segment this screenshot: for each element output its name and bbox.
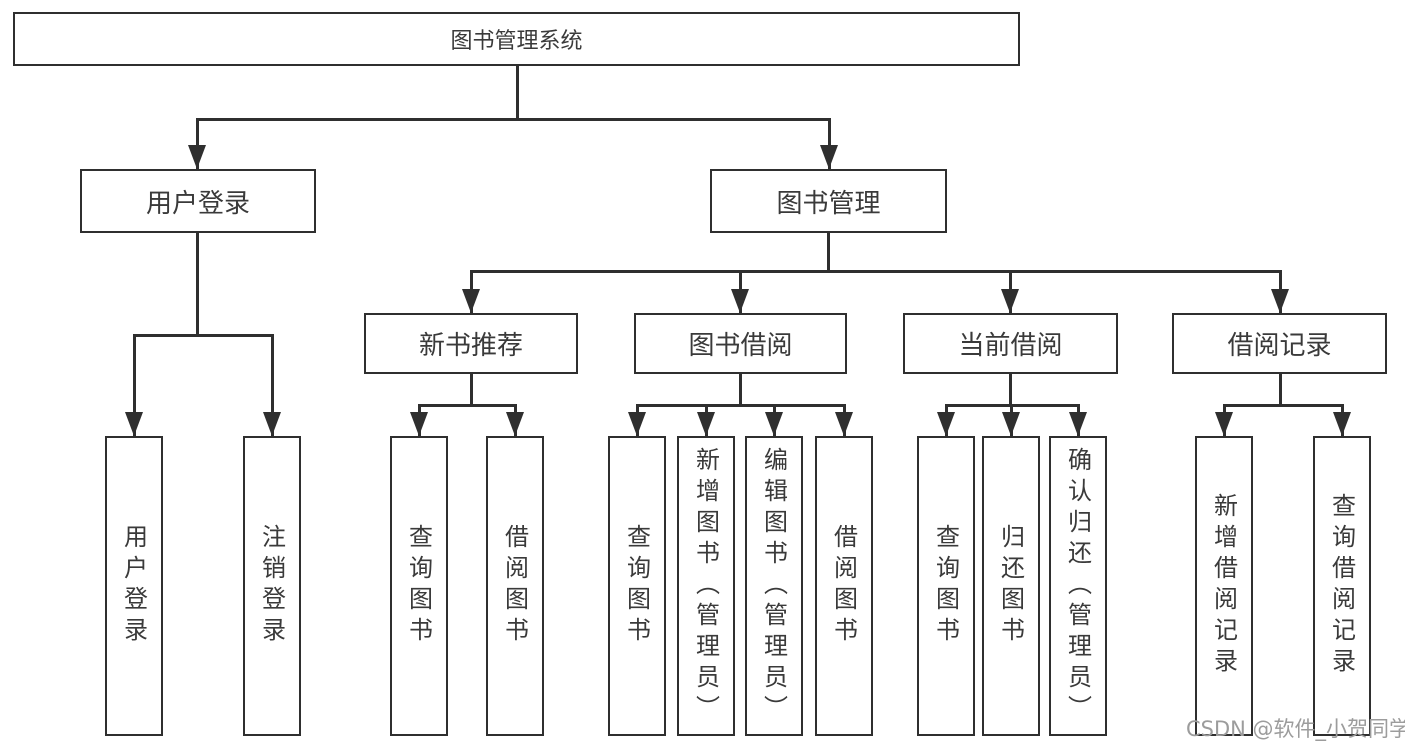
arrow-down-icon [731, 289, 749, 313]
leaf-add-borrow-record: 新增借阅记录 [1195, 436, 1253, 736]
node-user-login: 用户登录 [80, 169, 316, 233]
connector-root-stub [516, 66, 519, 119]
connector-group5-stub [1279, 374, 1282, 406]
connector-level3-hbar [470, 270, 1281, 273]
arrow-down-icon [410, 412, 428, 436]
connector-group5-hbar [1223, 404, 1343, 407]
node-new-book-recommend: 新书推荐 [364, 313, 578, 374]
connector-book-management-stub [827, 233, 830, 271]
connector-group1-stem-b [271, 334, 274, 436]
connector-group2-stub [470, 374, 473, 406]
arrow-down-icon [1271, 289, 1289, 313]
arrow-down-icon [506, 412, 524, 436]
connector-stem-user-login [196, 118, 199, 169]
leaf-borrow-query-books: 查询图书 [608, 436, 666, 736]
node-library-management-system: 图书管理系统 [13, 12, 1020, 66]
arrow-down-icon [765, 412, 783, 436]
connector-group3-hbar [636, 404, 845, 407]
arrow-down-icon [188, 145, 206, 169]
arrow-down-icon [697, 412, 715, 436]
connector-group2-hbar [418, 404, 517, 407]
arrow-down-icon [835, 412, 853, 436]
leaf-logout: 注销登录 [243, 436, 301, 736]
connector-stem-book-management [828, 118, 831, 169]
leaf-borrow-borrow-books: 借阅图书 [815, 436, 873, 736]
leaf-return-books: 归还图书 [982, 436, 1040, 736]
leaf-query-borrow-record: 查询借阅记录 [1313, 436, 1371, 736]
node-book-borrow: 图书借阅 [634, 313, 847, 374]
leaf-current-query-books: 查询图书 [917, 436, 975, 736]
leaf-add-books-admin: 新增图书（管理员） [677, 436, 735, 736]
arrow-down-icon [263, 412, 281, 436]
arrow-down-icon [820, 145, 838, 169]
connector-group4-stub [1009, 374, 1012, 406]
leaf-user-login: 用户登录 [105, 436, 163, 736]
watermark: CSDN @软件_小贺同学 [1186, 717, 1405, 741]
connector-user-login-stub [196, 233, 199, 336]
leaf-confirm-return-admin: 确认归还（管理员） [1049, 436, 1107, 736]
connector-group1-hbar [133, 334, 274, 337]
arrow-down-icon [628, 412, 646, 436]
leaf-recommend-query-books: 查询图书 [390, 436, 448, 736]
arrow-down-icon [1001, 289, 1019, 313]
arrow-down-icon [1333, 412, 1351, 436]
node-book-management: 图书管理 [710, 169, 947, 233]
leaf-edit-books-admin: 编辑图书（管理员） [745, 436, 803, 736]
connector-group1-stem-a [133, 334, 136, 436]
connector-group3-stub [739, 374, 742, 406]
arrow-down-icon [937, 412, 955, 436]
node-borrow-record: 借阅记录 [1172, 313, 1387, 374]
arrow-down-icon [1002, 412, 1020, 436]
arrow-down-icon [1069, 412, 1087, 436]
connector-level2-hbar [196, 118, 830, 121]
arrow-down-icon [1215, 412, 1233, 436]
leaf-recommend-borrow-books: 借阅图书 [486, 436, 544, 736]
arrow-down-icon [125, 412, 143, 436]
arrow-down-icon [462, 289, 480, 313]
node-current-borrow: 当前借阅 [903, 313, 1118, 374]
